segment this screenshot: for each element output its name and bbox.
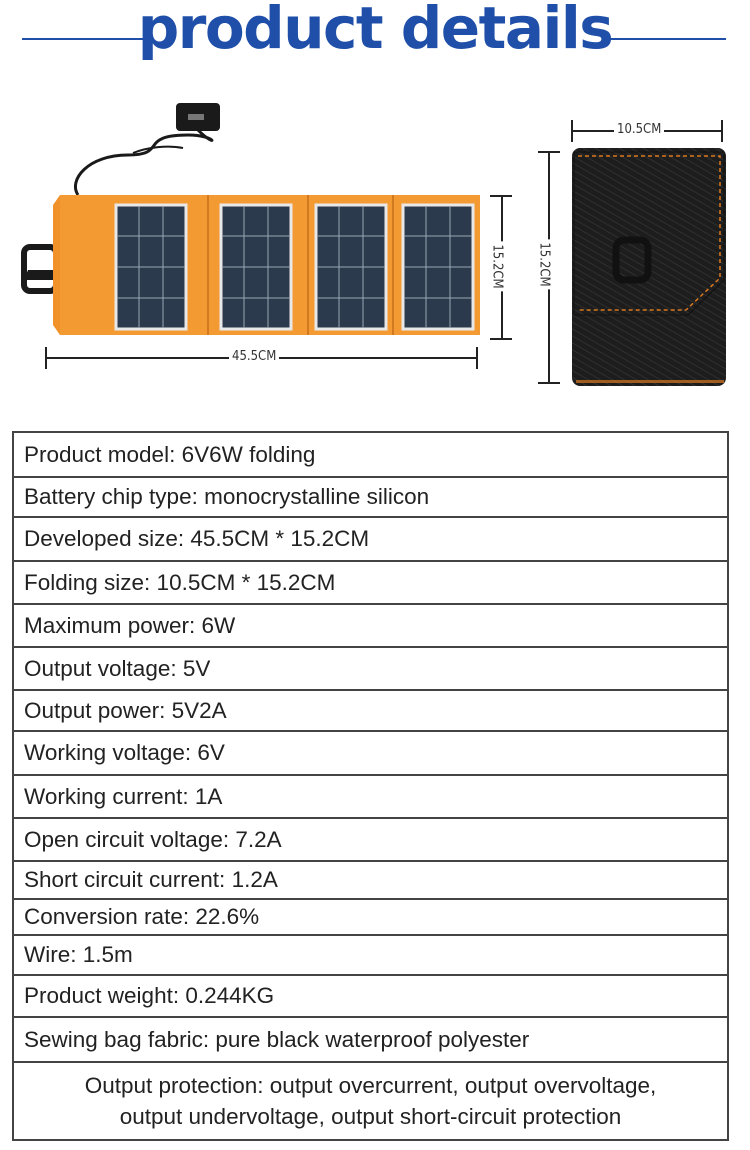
spec-row-product-weight: Product weight: 0.244KG bbox=[14, 976, 727, 1018]
page-title: product details bbox=[137, 0, 614, 62]
folded-height-label: 15.2CM bbox=[536, 239, 552, 290]
spec-row-conversion-rate: Conversion rate: 22.6% bbox=[14, 900, 727, 936]
title-divider-right bbox=[608, 38, 726, 40]
spec-row-output-voltage: Output voltage: 5V bbox=[14, 648, 727, 691]
folded-width-cap-left bbox=[571, 120, 573, 142]
folded-bag-image bbox=[572, 148, 726, 386]
unfolded-solar-panel-image bbox=[21, 103, 480, 335]
folded-height-cap-top bbox=[538, 151, 560, 153]
spec-table: Product model: 6V6W folding Battery chip… bbox=[12, 431, 729, 1141]
spec-row-sewing-bag-fabric: Sewing bag fabric: pure black waterproof… bbox=[14, 1018, 727, 1063]
output-protection-line-2: output undervoltage, output short-circui… bbox=[119, 1104, 622, 1129]
spec-row-battery-chip: Battery chip type: monocrystalline silic… bbox=[14, 478, 727, 518]
spec-row-developed-size: Developed size: 45.5CM * 15.2CM bbox=[14, 518, 727, 562]
unfolded-width-label: 45.5CM bbox=[229, 349, 280, 364]
spec-row-working-current: Working current: 1A bbox=[14, 776, 727, 819]
output-protection-line-1: Output protection: output overcurrent, o… bbox=[84, 1073, 657, 1098]
folded-width-label: 10.5CM bbox=[614, 122, 665, 137]
folded-height-cap-bottom bbox=[538, 382, 560, 384]
height-dimension-cap-top bbox=[490, 195, 512, 197]
spec-row-output-power: Output power: 5V2A bbox=[14, 691, 727, 732]
width-dimension-cap-right bbox=[476, 347, 478, 369]
width-dimension-cap-left bbox=[45, 347, 47, 369]
title-row: product details bbox=[0, 0, 750, 80]
spec-row-folding-size: Folding size: 10.5CM * 15.2CM bbox=[14, 562, 727, 605]
spec-row-short-circuit-current: Short circuit current: 1.2A bbox=[14, 862, 727, 900]
folded-width-cap-right bbox=[721, 120, 723, 142]
title-divider-left bbox=[22, 38, 150, 40]
spec-row-working-voltage: Working voltage: 6V bbox=[14, 732, 727, 776]
unfolded-height-label: 15.2CM bbox=[489, 241, 505, 292]
spec-row-wire: Wire: 1.5m bbox=[14, 936, 727, 976]
spec-row-open-circuit-voltage: Open circuit voltage: 7.2A bbox=[14, 819, 727, 862]
spec-row-product-model: Product model: 6V6W folding bbox=[14, 433, 727, 478]
spec-row-maximum-power: Maximum power: 6W bbox=[14, 605, 727, 648]
spec-row-output-protection: Output protection: output overcurrent, o… bbox=[14, 1063, 727, 1141]
height-dimension-cap-bottom bbox=[490, 338, 512, 340]
